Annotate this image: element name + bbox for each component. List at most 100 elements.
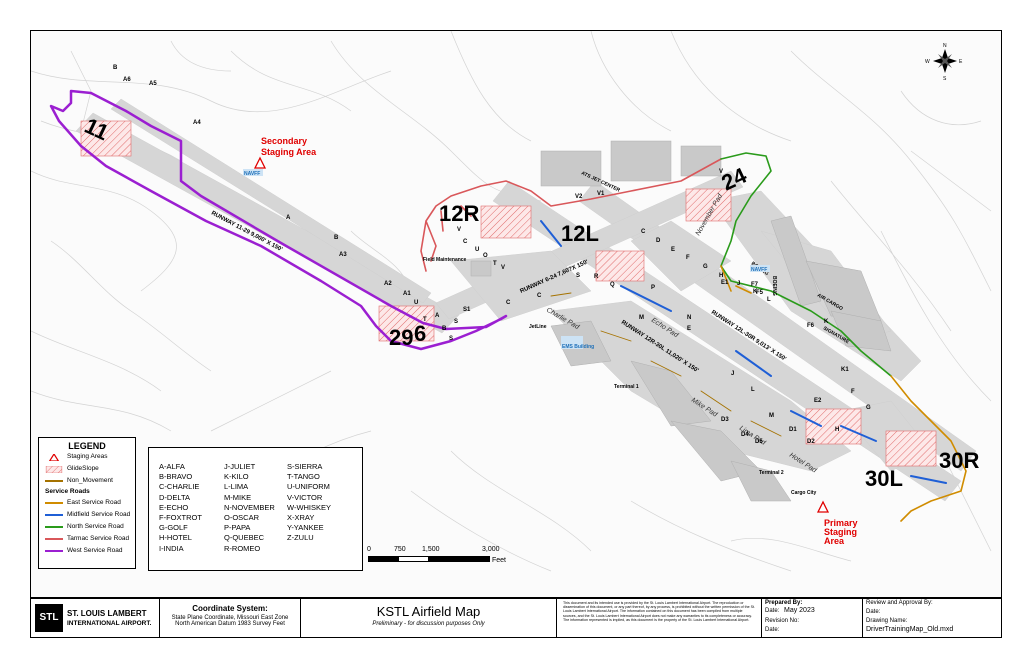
legend-staging-text: Staging Areas: [67, 453, 108, 460]
phonetic-entry: Y-YANKEE: [287, 523, 324, 533]
tarmac-service-road[interactable]: [420, 158, 722, 272]
taxiway-label: A4: [193, 120, 201, 126]
taxiway-label: D1: [789, 427, 797, 433]
airfield-map-canvas[interactable]: N S E W Secondary Staging Area Primary S…: [31, 31, 1001, 597]
runway-12l-label: 12L: [561, 221, 599, 246]
revision-label: Revision No:: [765, 618, 800, 624]
taxiway-label: A2: [384, 281, 392, 287]
taxiway-label: S: [576, 273, 580, 279]
taxiway-label: K1: [841, 367, 849, 373]
taxiway-label: C: [463, 239, 468, 245]
legend-row-nonmove: Non_Movement: [39, 475, 135, 487]
taxiway-label: B: [334, 235, 339, 241]
compass-e: E: [959, 59, 963, 65]
phonetic-entry: O-OSCAR: [224, 513, 260, 523]
runway-30r-label: 30R: [939, 448, 979, 473]
scale-bar: 0 750 1,500 3,000 Feet: [367, 546, 508, 572]
legend-row-west: West Service Road: [39, 545, 135, 557]
taxiway-label: A6: [123, 77, 131, 83]
taxiway-label: T: [493, 261, 497, 267]
north-service-road[interactable]: [720, 152, 892, 377]
taxiway-label: A5: [149, 81, 157, 87]
terminal-1-label: Terminal 1: [614, 384, 639, 390]
stl-logo: STL: [35, 604, 63, 632]
runway-6-label: 6: [414, 321, 426, 346]
legend-row-north: North Service Road: [39, 521, 135, 533]
phonetic-entry: Z-ZULU: [287, 533, 314, 543]
coord-title: Coordinate System:: [192, 604, 268, 613]
drawing-name-value: DriverTrainingMap_Old.mxd: [866, 626, 954, 633]
taxiway-label: U: [475, 247, 479, 253]
taxiway-label: H: [719, 273, 723, 279]
midfield-service-road[interactable]: [540, 220, 947, 484]
taxiway-label: F: [686, 255, 690, 261]
taxiway-label: B: [442, 326, 447, 332]
primary-staging-label: Primary: [824, 518, 858, 528]
taxiway-label: S: [449, 336, 453, 342]
logo-line-1: ST. LOUIS LAMBERT: [67, 609, 147, 618]
taxiway-label: F: [851, 389, 855, 395]
midfield-road-line-icon: [45, 514, 63, 516]
cargo-city-label: Cargo City: [791, 490, 817, 496]
taxiway-label: G: [866, 405, 871, 411]
legend-row-midfield: Midfield Service Road: [39, 509, 135, 521]
taxiway-label: F7: [751, 282, 759, 288]
scale-tick-1500: 1,500: [422, 546, 440, 553]
phonetic-entry: G-GOLF: [159, 523, 188, 533]
phonetic-entry: V-VICTOR: [287, 492, 323, 502]
taxiway-label: A: [286, 215, 291, 221]
taxiway-label: C: [506, 300, 511, 306]
legend-east-text: East Service Road: [67, 499, 121, 506]
phonetic-entry: K-KILO: [224, 472, 249, 482]
prepared-cell: Prepared By: Date: May 2023 Revision No:…: [762, 599, 863, 637]
coordinate-cell: Coordinate System: State Plane Coordinat…: [160, 599, 301, 637]
taxiway-label: A3: [339, 252, 347, 258]
phonetic-entry: A-ALFA: [159, 462, 185, 471]
taxiway-label: G: [703, 264, 708, 270]
primary-staging-triangle[interactable]: [816, 500, 830, 513]
north-road-line-icon: [45, 526, 63, 528]
logo-line-2: INTERNATIONAL AIRPORT.: [67, 620, 152, 627]
glideslope-30l: [805, 408, 862, 445]
date2-label: Date:: [765, 627, 780, 633]
taxiway-label: A: [435, 313, 440, 319]
date-value: May 2023: [784, 607, 815, 614]
taxiway-label: C: [641, 229, 646, 235]
taxiway-label: V: [501, 265, 505, 271]
east-service-road[interactable]: [720, 265, 967, 522]
disclaimer-cell: This document and its intended use is pr…: [557, 599, 762, 637]
phonetic-entry: B-BRAVO: [159, 472, 193, 482]
legend-service-heading: Service Roads: [45, 488, 90, 495]
staging-triangle-icon: [48, 454, 60, 461]
taxiway-label: E2: [814, 398, 822, 404]
logo-cell: STL ST. LOUIS LAMBERT INTERNATIONAL AIRP…: [31, 599, 160, 637]
compass-rose: N S E W: [925, 43, 963, 82]
taxiway-label: M: [639, 315, 644, 321]
taxiway-label: D2: [807, 439, 815, 445]
legend-glideslope-text: GlideSlope: [67, 465, 99, 472]
secondary-staging-label-2: Staging Area: [261, 147, 317, 157]
secondary-staging-triangle[interactable]: [253, 156, 267, 169]
navaid-tag-2: NAVFF: [751, 267, 767, 273]
service-roads: [49, 89, 967, 522]
runway-designators: 11 29 6 12R 12L 24 30R 30L: [81, 113, 980, 491]
legend-row-tarmac: Tarmac Service Road: [39, 533, 135, 545]
legend-row-glideslope: GlideSlope: [39, 463, 135, 475]
legend-row-east: East Service Road: [39, 497, 135, 509]
taxiway-label: L: [751, 387, 755, 393]
taxiway-label: B: [113, 65, 118, 71]
disclaimer-text: This document and its intended use is pr…: [563, 601, 755, 622]
staging-areas: Secondary Staging Area Primary Staging A…: [253, 136, 858, 546]
taxiway-label: S: [454, 319, 458, 325]
west-service-road[interactable]: [49, 89, 508, 351]
compass-n: N: [943, 43, 947, 49]
glideslope-12r: [480, 205, 532, 239]
map-subtitle: Preliminary - for discussion purposes On…: [372, 621, 485, 627]
runway-12r-label: 12R: [439, 201, 479, 226]
review-cell: Review and Approval By: Date: Drawing Na…: [863, 599, 1000, 637]
scale-tick-750: 750: [394, 546, 406, 553]
scale-segment-1: [368, 556, 400, 562]
jetline-label: JetLine: [529, 324, 547, 330]
phonetic-entry: F-FOXTROT: [159, 513, 202, 523]
